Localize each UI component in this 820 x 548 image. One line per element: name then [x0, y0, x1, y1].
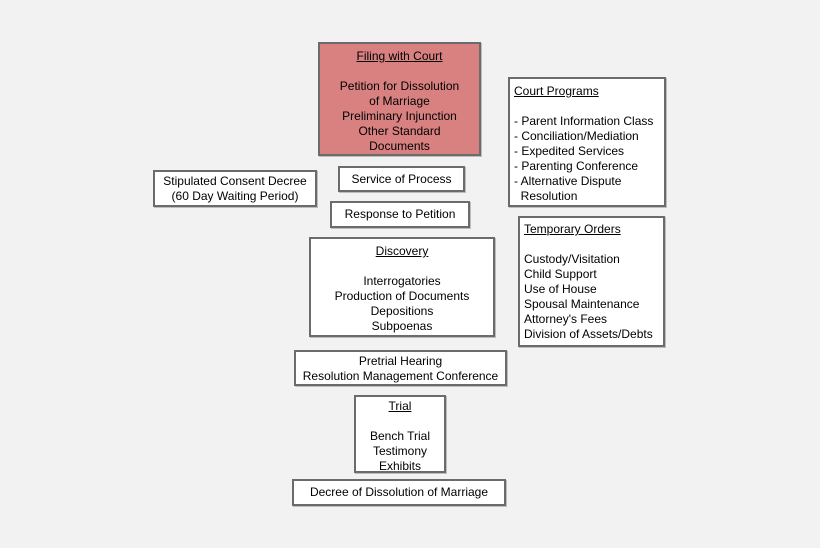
temporary-orders-item: Spousal Maintenance	[524, 297, 640, 311]
decree-of-dissolution-box: Decree of Dissolution of Marriage	[292, 479, 506, 506]
discovery-heading: Discovery	[375, 244, 429, 258]
filing-item: Other Standard	[358, 124, 441, 138]
court-programs-heading: Court Programs	[514, 84, 599, 98]
trial-item: Bench Trial	[369, 429, 431, 443]
trial-item: Testimony	[372, 444, 428, 458]
filing-heading: Filing with Court	[356, 49, 443, 63]
discovery-item: Production of Documents	[334, 289, 470, 303]
temporary-orders-box: Temporary Orders Custody/Visitation Chil…	[518, 216, 665, 347]
stipulated-consent-decree-box: Stipulated Consent Decree (60 Day Waitin…	[153, 170, 317, 207]
discovery-item: Depositions	[370, 304, 434, 318]
trial-heading: Trial	[388, 399, 412, 413]
trial-box: Trial Bench Trial Testimony Exhibits	[354, 395, 446, 473]
court-programs-item: Resolution	[514, 189, 578, 203]
temporary-orders-item: Attorney's Fees	[524, 312, 607, 326]
temporary-orders-item: Use of House	[524, 282, 597, 296]
filing-with-court-box: Filing with Court Petition for Dissoluti…	[318, 42, 481, 156]
temporary-orders-item: Custody/Visitation	[524, 252, 620, 266]
service-label: Service of Process	[351, 171, 452, 186]
response-to-petition-box: Response to Petition	[330, 201, 470, 228]
temporary-orders-item: Child Support	[524, 267, 597, 281]
pretrial-line: Resolution Management Conference	[302, 369, 499, 383]
court-programs-item: - Expedited Services	[514, 144, 625, 158]
court-programs-item: - Alternative Dispute	[514, 174, 622, 188]
discovery-item: Interrogatories	[363, 274, 441, 288]
court-programs-item: - Parenting Conference	[514, 159, 639, 173]
stipulated-line: Stipulated Consent Decree	[163, 174, 307, 188]
trial-item: Exhibits	[378, 459, 422, 473]
service-of-process-box: Service of Process	[338, 166, 465, 192]
temporary-orders-heading: Temporary Orders	[524, 222, 621, 236]
stipulated-line: (60 Day Waiting Period)	[171, 189, 299, 203]
temporary-orders-item: Division of Assets/Debts	[524, 327, 653, 341]
court-programs-box: Court Programs - Parent Information Clas…	[508, 77, 666, 207]
filing-item: of Marriage	[369, 94, 430, 108]
response-label: Response to Petition	[344, 207, 456, 221]
discovery-box: Discovery Interrogatories Production of …	[309, 237, 495, 337]
filing-item: Preliminary Injunction	[342, 109, 457, 123]
discovery-item: Subpoenas	[371, 319, 433, 333]
court-programs-item: - Conciliation/Mediation	[514, 129, 639, 143]
filing-item: Documents	[369, 139, 430, 153]
pretrial-hearing-box: Pretrial Hearing Resolution Management C…	[294, 350, 507, 386]
pretrial-line: Pretrial Hearing	[358, 354, 443, 368]
decree-label: Decree of Dissolution of Marriage	[309, 485, 489, 499]
court-programs-item: - Parent Information Class	[514, 114, 654, 128]
filing-item: Petition for Dissolution	[339, 79, 460, 93]
